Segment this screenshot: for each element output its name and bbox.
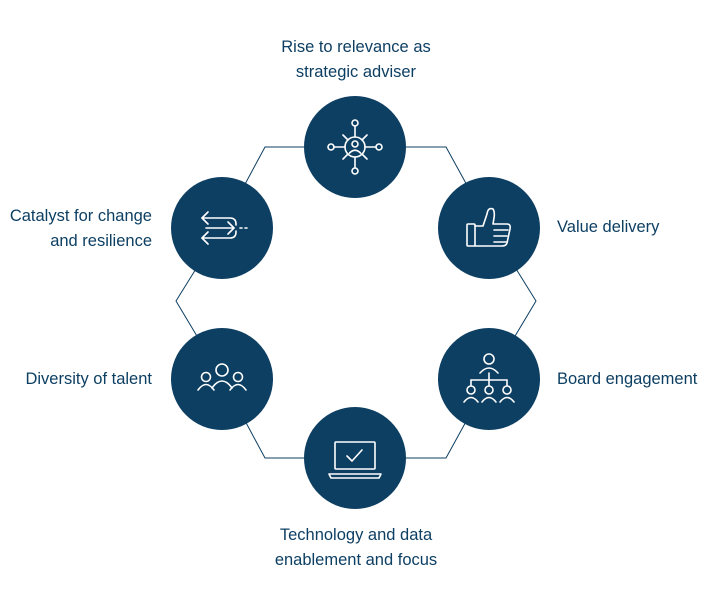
label-line: enablement and focus <box>274 551 438 569</box>
label-value-delivery: Value delivery <box>557 215 659 240</box>
node-technology-data <box>304 407 406 509</box>
label-board-engagement: Board engagement <box>557 367 697 392</box>
laptop-check-icon <box>328 441 382 479</box>
label-line: strategic adviser <box>295 63 417 81</box>
label-line: Rise to relevance as <box>281 38 431 56</box>
network-person-icon <box>327 119 383 175</box>
label-line: Technology and data <box>279 526 433 544</box>
label-technology-data: Technology and data enablement and focus <box>226 523 486 573</box>
node-board-engagement <box>438 328 540 430</box>
label-line: Board engagement <box>557 370 698 388</box>
org-chart-icon <box>463 353 515 403</box>
label-diversity-talent: Diversity of talent <box>25 367 152 392</box>
label-rise-to-relevance: Rise to relevance as strategic adviser <box>236 35 476 85</box>
label-line: Diversity of talent <box>25 370 152 388</box>
node-diversity-talent <box>171 328 273 430</box>
label-catalyst-change: Catalyst for change and resilience <box>10 204 152 254</box>
group-people-icon <box>197 363 247 391</box>
exchange-arrows-icon <box>201 211 248 245</box>
label-line: Catalyst for change <box>9 207 152 225</box>
node-rise-to-relevance <box>304 96 406 198</box>
node-value-delivery <box>438 177 540 279</box>
label-line: Value delivery <box>557 218 660 236</box>
node-catalyst-change <box>171 177 273 279</box>
label-line: and resilience <box>50 232 152 250</box>
thumbs-up-icon <box>466 207 511 247</box>
